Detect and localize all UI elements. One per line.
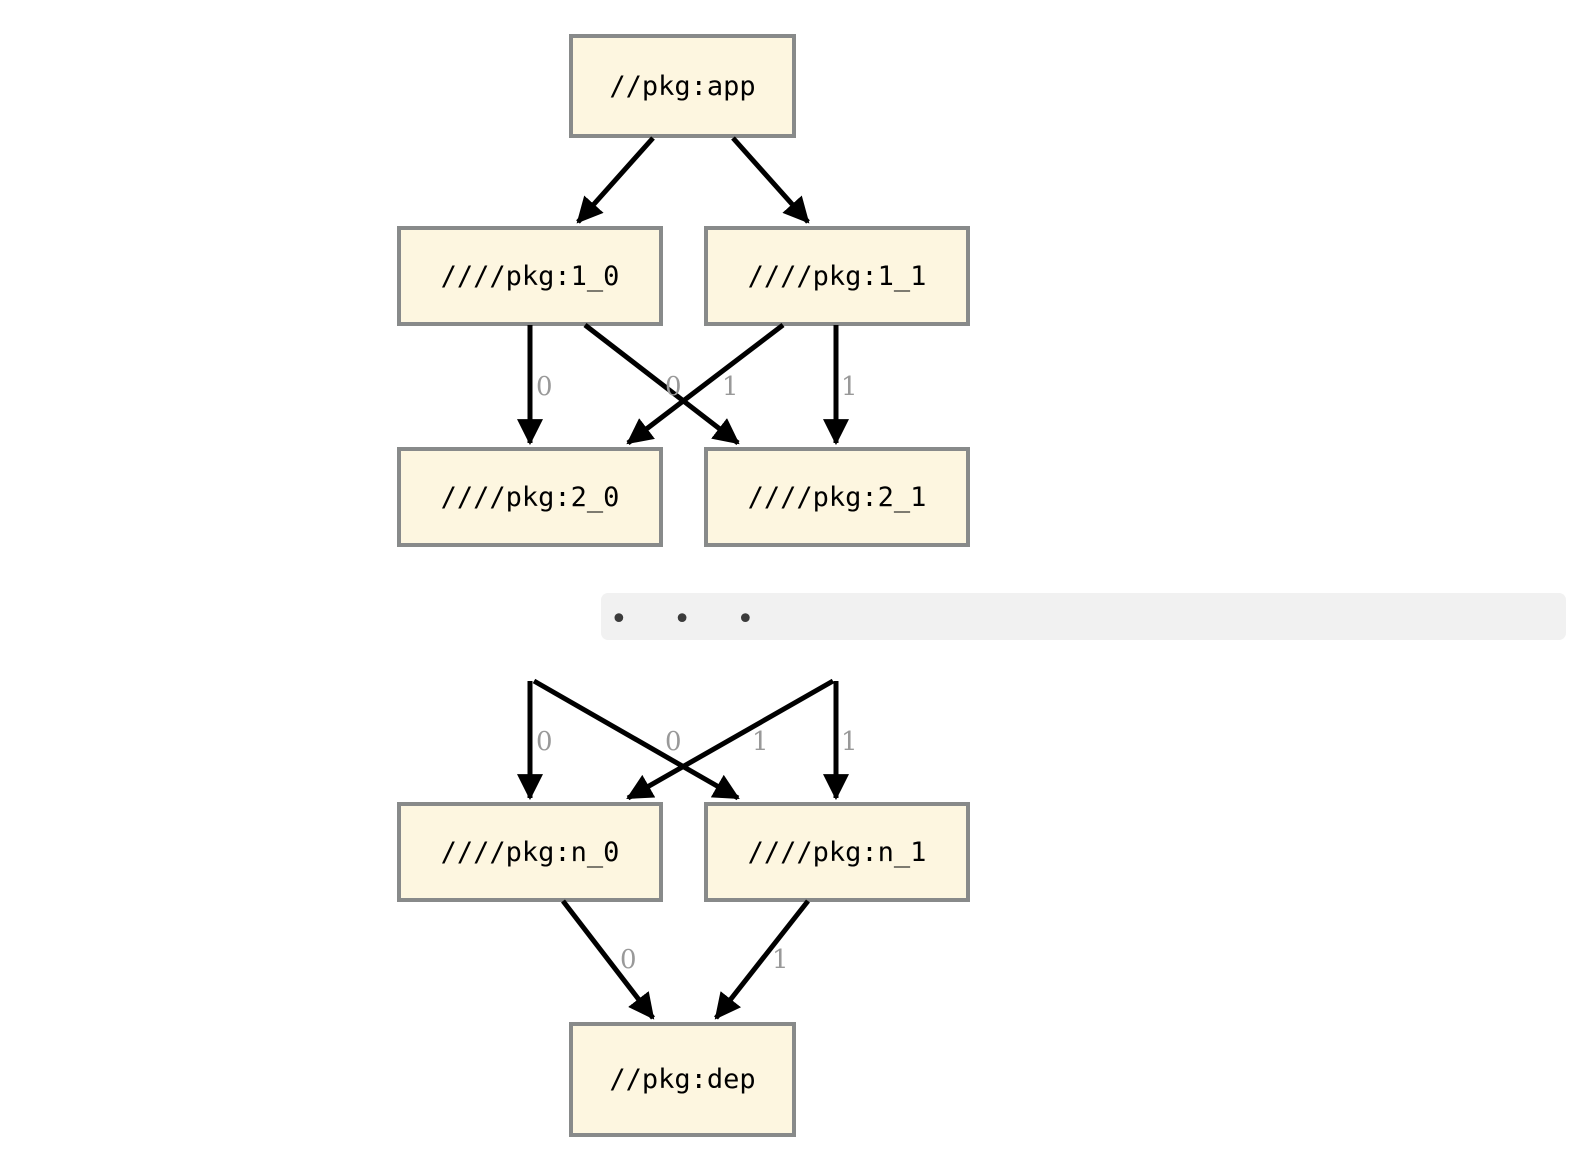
edge-elided-to-n-0-diagonal: [626, 678, 835, 801]
elided-section-band: [601, 593, 1566, 640]
edge-elided-to-n-1-diagonal: [532, 678, 740, 801]
node-pkg-n-0[interactable]: [397, 802, 663, 902]
edge-1-1-to-2-0: [626, 323, 785, 445]
node-pkg-n-1[interactable]: [704, 802, 970, 902]
edge-app-to-1-1: [731, 136, 810, 224]
edge-n-0-to-dep: [561, 899, 655, 1020]
node-app[interactable]: [569, 34, 796, 138]
edge-n-1-to-dep: [714, 899, 810, 1020]
node-pkg-1-0[interactable]: [397, 226, 663, 326]
edge-app-to-1-0: [576, 136, 655, 224]
node-pkg-1-1[interactable]: [704, 226, 970, 326]
elided-section-ellipsis: • • •: [610, 602, 773, 637]
node-pkg-2-0[interactable]: [397, 447, 663, 547]
edge-1-0-to-2-1: [583, 323, 740, 445]
node-dep[interactable]: [569, 1022, 796, 1137]
node-pkg-2-1[interactable]: [704, 447, 970, 547]
